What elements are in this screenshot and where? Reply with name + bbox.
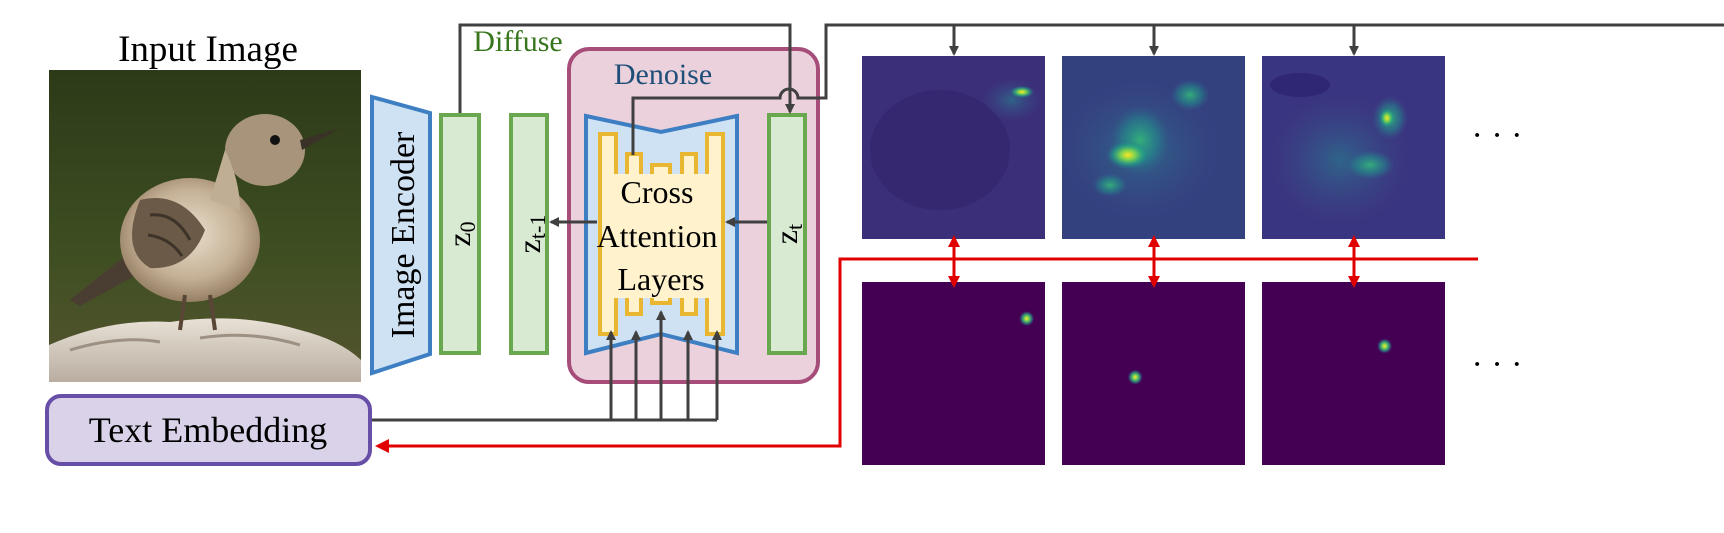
- target-map-3: [1262, 282, 1445, 465]
- latent-zt1-sub: t-1: [525, 215, 550, 239]
- latent-z0-sub: 0: [455, 221, 480, 232]
- latent-zt1-label: z: [511, 239, 547, 253]
- attention-map-1: [862, 56, 1045, 239]
- attention-maps-ellipsis: · · ·: [1472, 117, 1523, 154]
- target-peak-1: [1018, 310, 1035, 327]
- text-embedding-block: Text Embedding: [45, 394, 372, 466]
- input-bird-image: [49, 70, 361, 382]
- text-embedding-label: Text Embedding: [89, 410, 327, 450]
- svg-text:Cross Attention La: Cross Attention Layers: [597, 174, 726, 297]
- latent-z0-label: z: [441, 232, 477, 246]
- cross-attention-line-2: Attention: [597, 218, 718, 254]
- target-map-1: [862, 282, 1045, 465]
- target-maps: [862, 282, 1445, 465]
- attention-map-2: [1060, 56, 1245, 239]
- loss-arrows: [375, 235, 1478, 453]
- latent-zt-label: z: [768, 230, 804, 244]
- denoise-label: Denoise: [614, 58, 712, 91]
- target-map-2: [1062, 282, 1245, 465]
- flow-arrows: [371, 23, 1724, 422]
- svg-text:z0: z0: [441, 221, 480, 246]
- latent-zt1-block: zt-1: [509, 113, 550, 355]
- latent-z0-block: z0: [439, 113, 481, 355]
- image-encoder-label: Image Encoder: [385, 131, 422, 338]
- svg-text:zt-1: zt-1: [511, 215, 550, 254]
- input-image-title: Input Image: [118, 29, 298, 70]
- cross-attention-line-1: Cross: [621, 174, 694, 210]
- target-maps-ellipsis: · · ·: [1472, 346, 1523, 383]
- attention-map-3: [1262, 56, 1445, 239]
- target-peak-2: [1127, 369, 1144, 386]
- image-encoder-block: Image Encoder: [370, 94, 432, 376]
- denoise-block: Denoise Cross Attention Layers zt: [567, 47, 820, 384]
- cross-attention-line-3: Layers: [617, 261, 704, 297]
- latent-zt-sub: t: [782, 224, 807, 230]
- svg-text:zt: zt: [768, 224, 807, 244]
- target-peak-3: [1376, 338, 1393, 355]
- latent-zt-block: zt: [767, 113, 807, 355]
- diffuse-label: Diffuse: [473, 25, 562, 58]
